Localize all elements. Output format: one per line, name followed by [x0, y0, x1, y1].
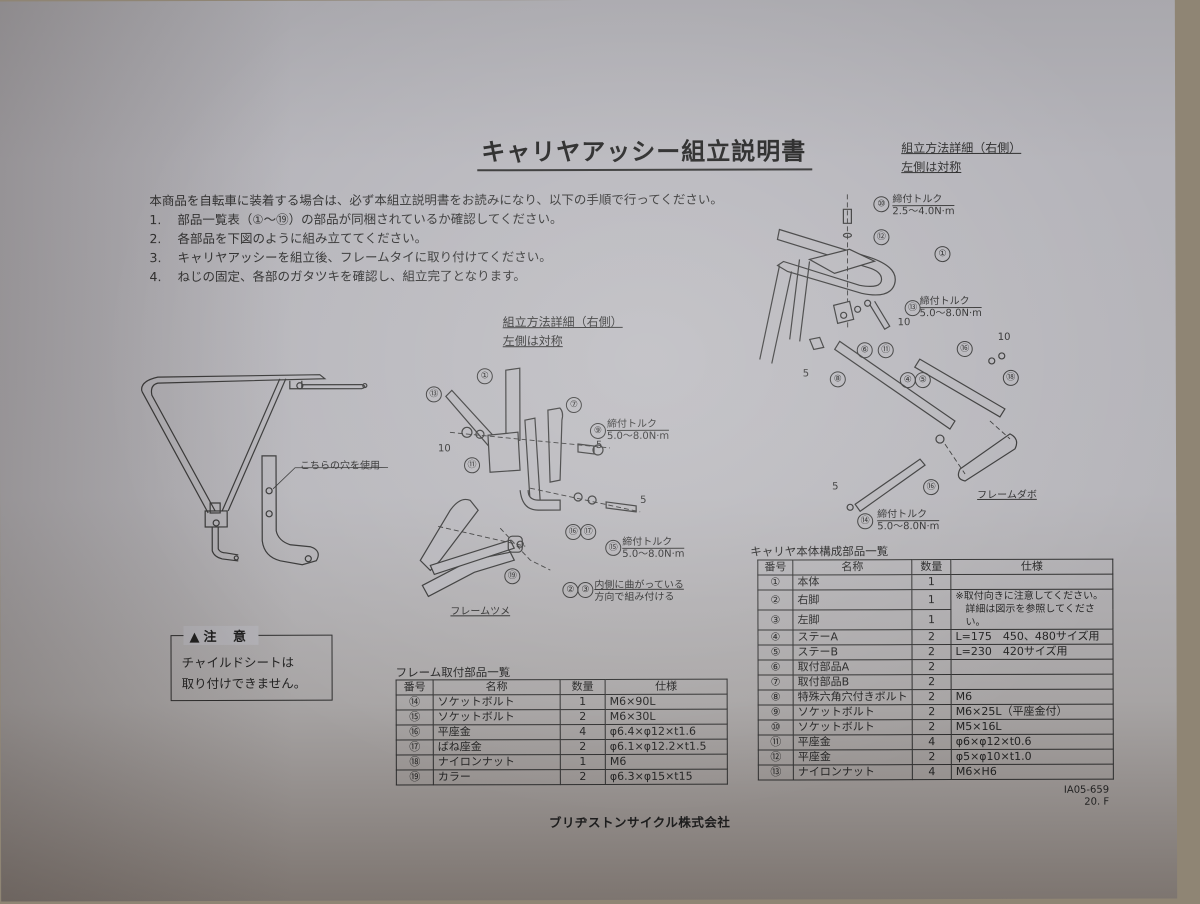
- torque-note-14: 締付トルク 5.0～8.0N·m: [877, 509, 940, 533]
- carrier-body-diagram: [759, 194, 1018, 513]
- callout-19: ⑲: [504, 568, 521, 585]
- dim-10: 10: [437, 443, 451, 455]
- torque-note-13: 締付トルク 5.0～8.0N·m: [919, 295, 982, 320]
- torque-note-9: 締付トルク 5.0～8.0N·m: [606, 418, 670, 442]
- step-2: 2.各部品を下図のように組み立ててください。: [149, 230, 428, 247]
- callout-10: ⑩: [873, 196, 890, 213]
- document-code: IA05-659 20. F: [1063, 784, 1110, 808]
- callout-9: ⑨: [589, 422, 606, 439]
- callout-1-right: ①: [934, 246, 951, 263]
- callout-11-right: ⑪: [877, 342, 894, 359]
- step-1: 1.部品一覧表（①～⑲）の部品が同梱されているか確認してください。: [149, 211, 563, 228]
- hole-use-note: こちらの穴を使用: [300, 460, 381, 472]
- leg-assembly-diagram: [419, 367, 641, 598]
- intro-text: 本商品を自転車に装着する場合は、必ず本組立説明書をお読みになり、以下の手順で行っ…: [149, 191, 723, 209]
- company-name: ブリヂストンサイクル株式会社: [548, 814, 731, 831]
- caution-heading: ▲注 意: [183, 625, 259, 646]
- dim-5a: 5: [595, 439, 603, 451]
- frame-boss-label: フレームダボ: [977, 489, 1037, 501]
- table-header-row: 番号 名称 数量 仕様: [757, 559, 1113, 576]
- document-title: キャリヤアッシー組立説明書: [477, 131, 813, 172]
- frame-parts-caption: フレーム取付部品一覧: [395, 665, 511, 680]
- orientation-note: ※取付向きに注意してください。 詳細は図示を参照してください。: [950, 589, 1113, 630]
- callout-16: ⑯: [565, 524, 582, 541]
- carrier-parts-caption: キャリヤ本体構成部品一覧: [750, 544, 889, 559]
- callout-2: ②: [562, 582, 579, 599]
- dim-5b: 5: [640, 494, 647, 506]
- intro-section: 本商品を自転車に装着する場合は、必ず本組立説明書をお読みになり、以下の手順で行っ…: [149, 190, 723, 287]
- callout-18: ⑱: [1002, 369, 1019, 386]
- dim-5-right-a: 5: [802, 368, 810, 380]
- warning-triangle-icon: ▲: [189, 630, 200, 646]
- callout-14: ⑭: [857, 513, 874, 530]
- callout-13-right: ⑬: [904, 300, 921, 317]
- leg-orientation-note: 内側に曲がっている 方向で組み付ける: [594, 579, 684, 603]
- step-4: 4.ねじの固定、各部のガタツキを確認し、組立完了となります。: [149, 268, 526, 285]
- torque-note-15: 締付トルク 5.0～8.0N·m: [622, 536, 685, 560]
- callout-13: ⑬: [425, 386, 442, 403]
- callout-7: ⑦: [565, 397, 582, 414]
- right-detail-heading: 組立方法詳細（右側） 左側は対称: [901, 140, 1022, 175]
- step-3: 3.キャリヤアッシーを組立後、フレームタイに取り付けてください。: [149, 249, 552, 266]
- callout-1: ①: [476, 368, 493, 385]
- instruction-sheet: キャリヤアッシー組立説明書 本商品を自転車に装着する場合は、必ず本組立説明書をお…: [0, 0, 1177, 902]
- dim-10-right-b: 10: [997, 331, 1011, 343]
- frame-claw-label: フレームツメ: [450, 606, 511, 618]
- dim-10-right-a: 10: [897, 317, 911, 329]
- caution-box: ▲注 意 チャイルドシートは 取り付けできません。: [170, 625, 333, 702]
- callout-16-right-b: ⑯: [923, 479, 940, 496]
- carrier-overview-diagram: [141, 374, 389, 566]
- callout-5: ⑤: [914, 372, 931, 389]
- center-detail-heading: 組立方法詳細（右側） 左側は対称: [502, 314, 623, 349]
- callout-11: ⑪: [464, 457, 481, 474]
- callout-12: ⑫: [873, 229, 890, 246]
- callout-3: ③: [577, 581, 594, 599]
- torque-note-10: 締付トルク 2.5～4.0N·m: [892, 194, 955, 218]
- dim-5-right-b: 5: [832, 481, 839, 493]
- table-header-row: 番号 名称 数量 仕様: [396, 679, 728, 696]
- callout-17: ⑰: [580, 523, 597, 541]
- callout-16-right-a: ⑯: [956, 340, 973, 358]
- callout-8: ⑧: [829, 371, 846, 388]
- callout-4: ④: [899, 372, 916, 389]
- callout-6: ⑥: [856, 342, 873, 359]
- caution-body: チャイルドシートは 取り付けできません。: [181, 654, 307, 692]
- callout-15: ⑮: [605, 539, 622, 556]
